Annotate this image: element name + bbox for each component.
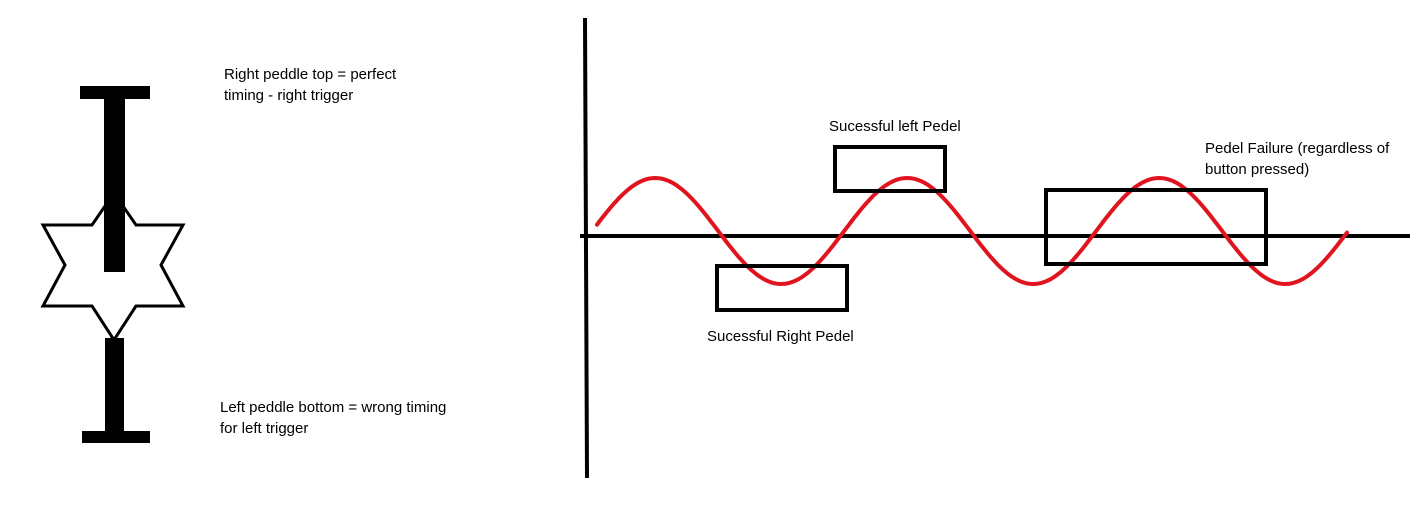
- pedal-illustration: [40, 86, 186, 443]
- successful-left-box: [833, 145, 947, 193]
- successful-right-box: [715, 264, 849, 312]
- pedal-bottom-bar: [82, 431, 150, 443]
- left-pedal-bottom-label: Left peddle bottom = wrong timing for le…: [220, 399, 447, 437]
- successful-left-label: Sucessful left Pedel: [829, 118, 961, 135]
- right-pedal-top-label: Right peddle top = perfect timing - righ…: [224, 66, 397, 104]
- pedal-upper-shaft: [104, 92, 125, 272]
- failure-box: [1044, 188, 1268, 266]
- successful-right-label: Sucessful Right Pedel: [707, 328, 854, 345]
- timing-wave: [595, 176, 1349, 286]
- pedal-lower-shaft: [105, 338, 124, 438]
- failure-label: Pedel Failure (regardless of button pres…: [1205, 140, 1390, 178]
- y-axis: [583, 17, 589, 479]
